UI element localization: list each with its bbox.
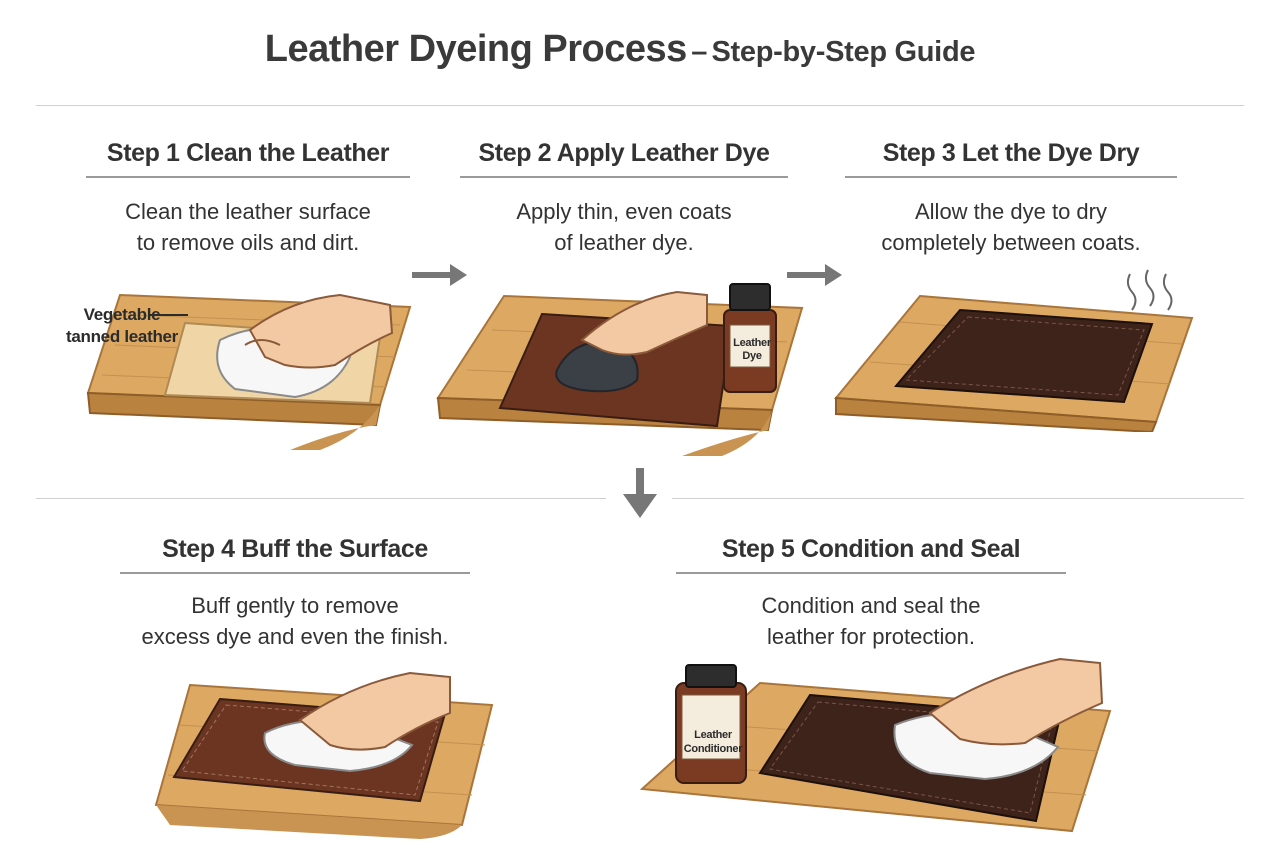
- callout-line-1: Vegetable: [83, 305, 161, 324]
- callout-line-2: tanned leather: [66, 327, 178, 346]
- step-4-illustration: [154, 671, 494, 839]
- step-5-desc-line-2: leather for protection.: [767, 624, 975, 649]
- page-title: Leather Dyeing Process – Step-by-Step Gu…: [0, 28, 1240, 71]
- step-1-description: Clean the leather surface to remove oils…: [66, 196, 430, 258]
- step-3-illustration: [834, 269, 1194, 432]
- arrow-right-icon: [412, 264, 467, 286]
- step-3-heading: Step 3 Let the Dye Dry: [882, 139, 1140, 167]
- step-4-desc-line-1: Buff gently to remove: [191, 593, 399, 618]
- middle-divider-right: [672, 498, 1244, 499]
- step-2-underline: [460, 176, 788, 178]
- step-5-heading: Step 5 Condition and Seal: [721, 535, 1021, 563]
- conditioner-bottle-label: Leather Conditioner: [680, 728, 746, 756]
- step-5-illustration: [640, 657, 1112, 833]
- step-2-desc-line-2: of leather dye.: [554, 230, 694, 255]
- step-5-desc-line-1: Condition and seal the: [761, 593, 981, 618]
- step-3-underline: [845, 176, 1177, 178]
- dye-bottle-label: Leather Dye: [728, 337, 776, 363]
- step-2-illustration: [436, 283, 804, 456]
- step-4-desc-line-2: excess dye and even the finish.: [141, 624, 449, 649]
- step-1-desc-line-2: to remove oils and dirt.: [136, 230, 360, 255]
- middle-divider-left: [36, 498, 606, 499]
- title-sub: Step-by-Step Guide: [711, 36, 976, 68]
- arrow-down-icon: [623, 468, 657, 518]
- step-1-illustration: [86, 293, 412, 450]
- vegetable-tanned-leather-callout: Vegetable tanned leather: [52, 304, 192, 348]
- step-1-underline: [86, 176, 410, 178]
- dye-label-line-1: Leather: [733, 337, 771, 349]
- step-3-desc-line-2: completely between coats.: [881, 230, 1141, 255]
- step-4-heading: Step 4 Buff the Surface: [162, 535, 428, 563]
- step-1-heading: Step 1 Clean the Leather: [106, 139, 390, 167]
- step-1-desc-line-1: Clean the leather surface: [125, 199, 371, 224]
- step-2-desc-line-1: Apply thin, even coats: [516, 199, 732, 224]
- title-main: Leather Dyeing Process: [264, 28, 687, 70]
- arrow-right-icon: [787, 264, 842, 286]
- step-2-description: Apply thin, even coats of leather dye.: [440, 196, 808, 258]
- step-3-description: Allow the dye to dry completely between …: [830, 196, 1192, 258]
- step-5-underline: [676, 572, 1066, 574]
- dye-label-line-2: Dye: [742, 350, 762, 362]
- title-separator: –: [691, 36, 708, 68]
- step-4-description: Buff gently to remove excess dye and eve…: [100, 590, 490, 652]
- step-4-underline: [120, 572, 470, 574]
- top-divider: [36, 105, 1244, 106]
- step-3-desc-line-1: Allow the dye to dry: [915, 199, 1107, 224]
- conditioner-label-line-2: Conditioner: [683, 743, 743, 755]
- step-2-heading: Step 2 Apply Leather Dye: [478, 139, 770, 167]
- conditioner-label-line-1: Leather: [694, 729, 732, 741]
- step-5-description: Condition and seal the leather for prote…: [676, 590, 1066, 652]
